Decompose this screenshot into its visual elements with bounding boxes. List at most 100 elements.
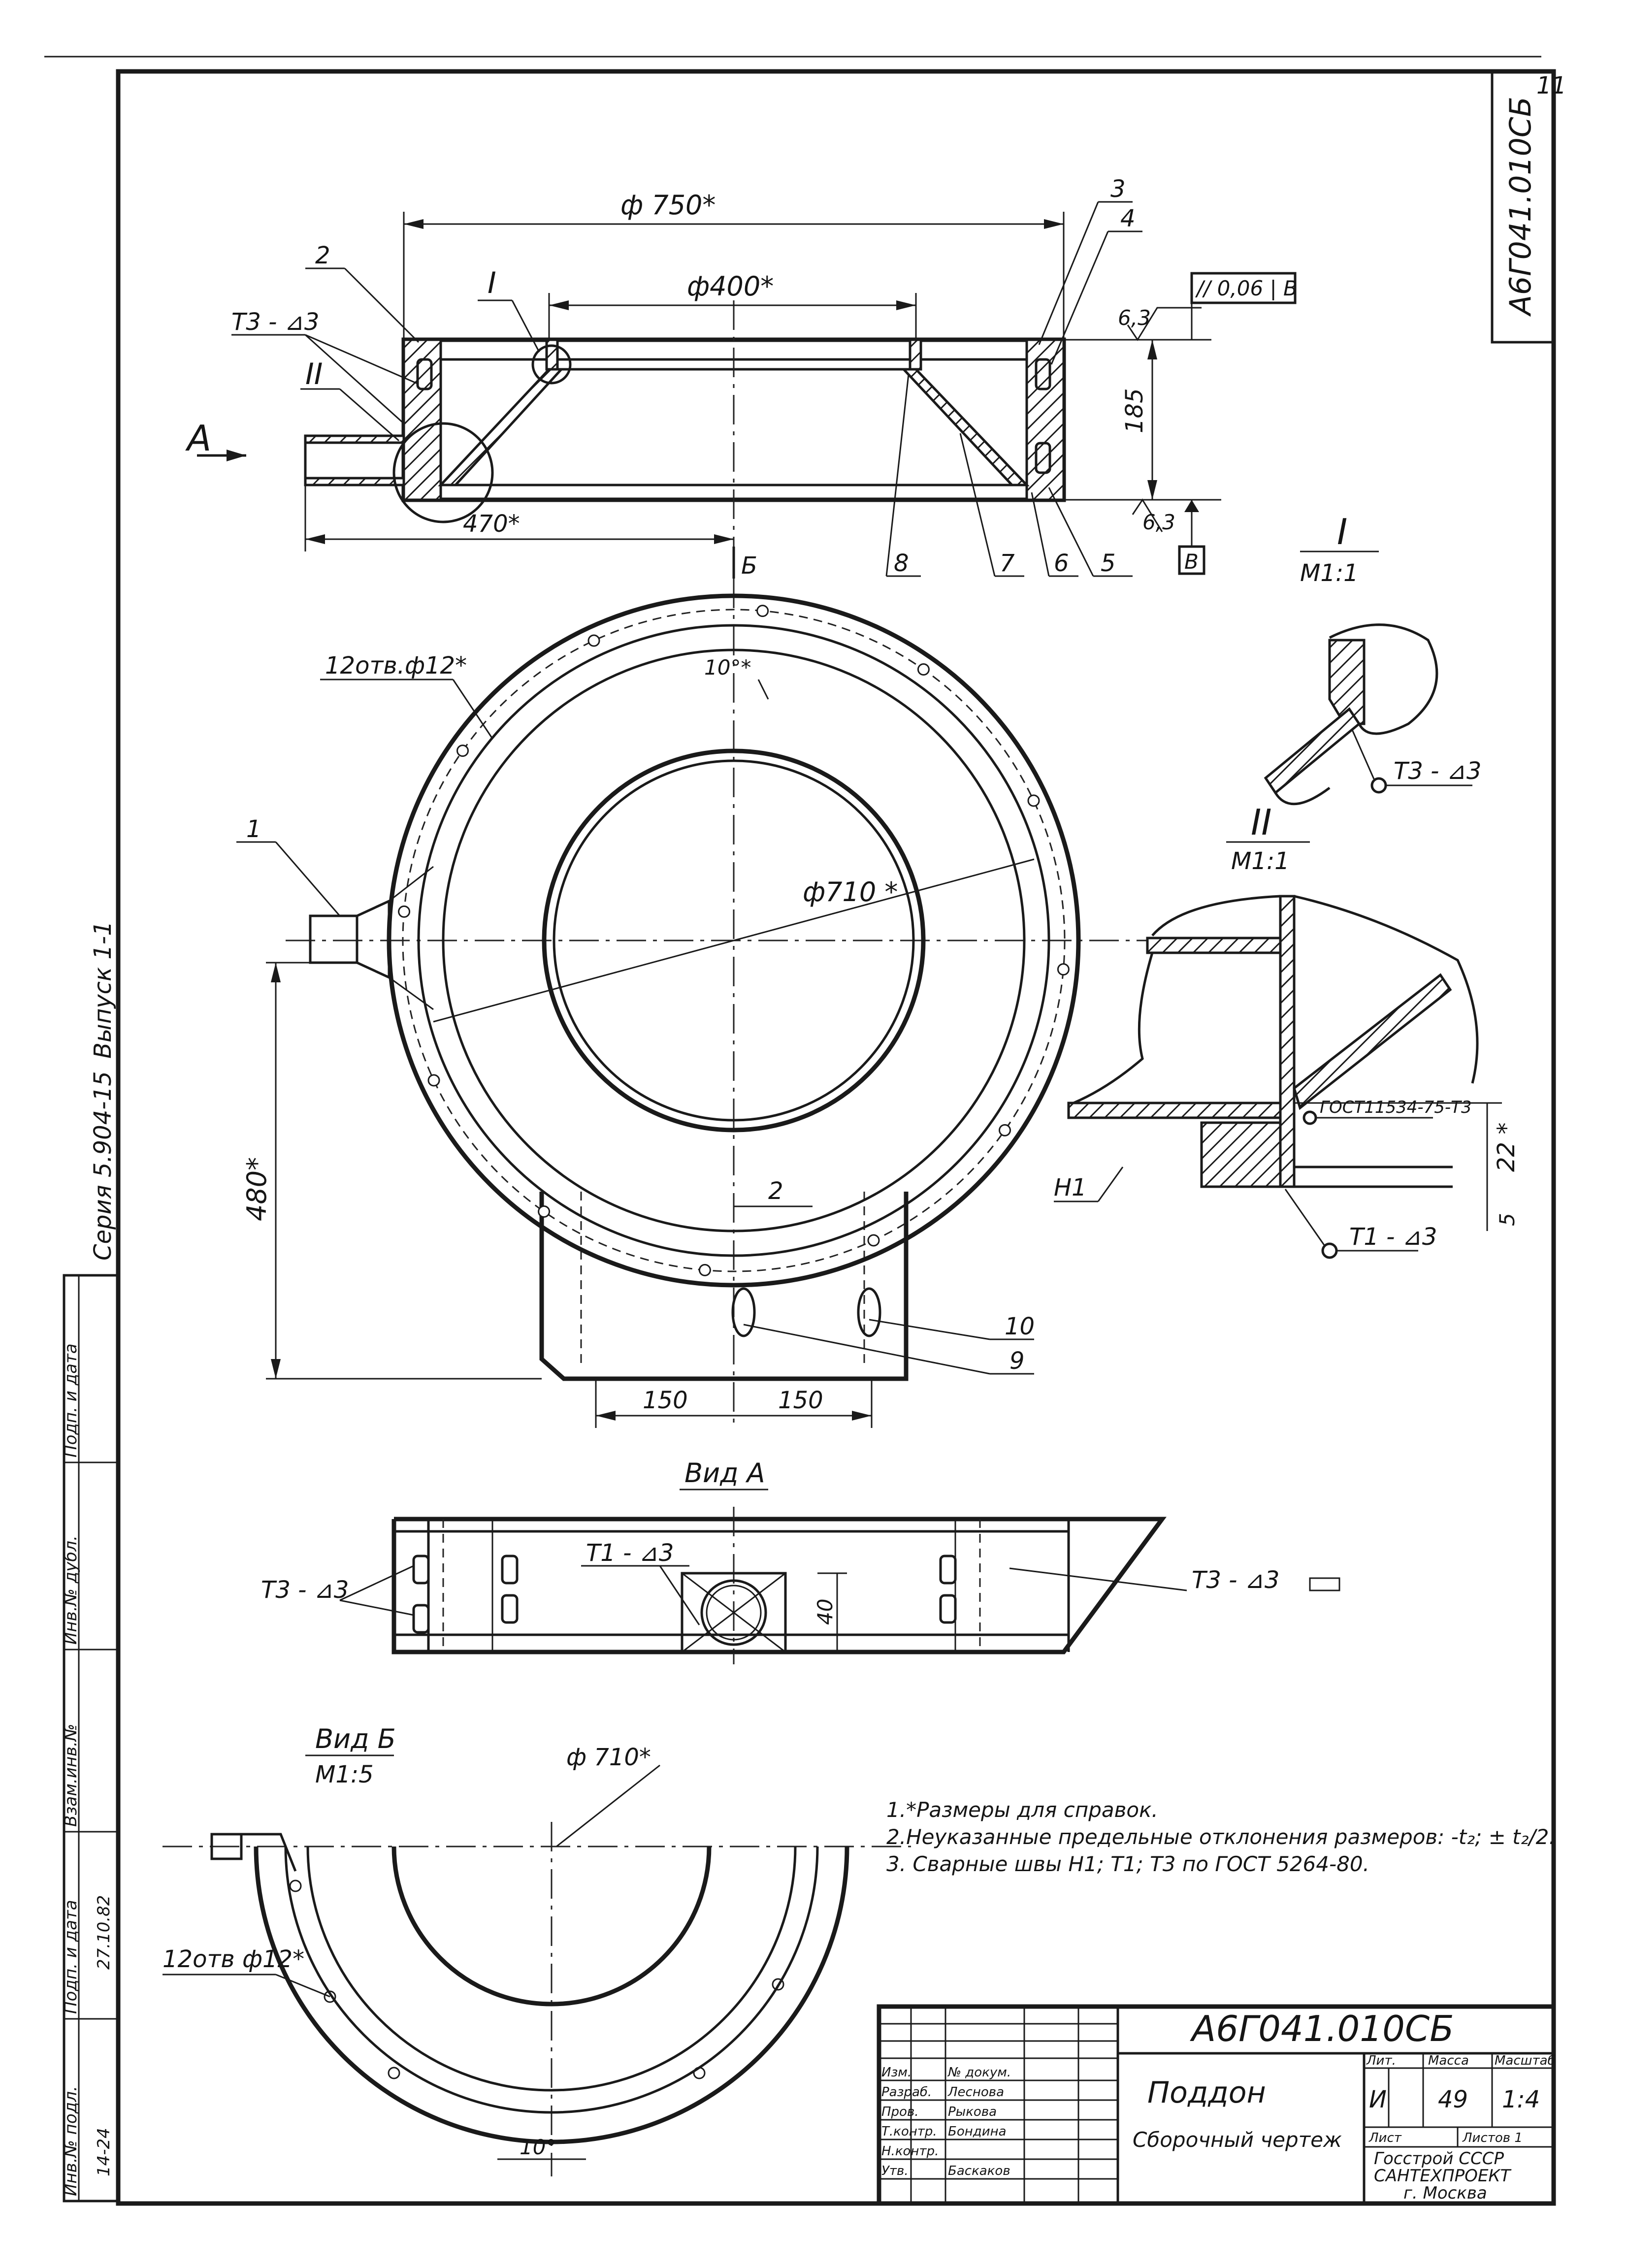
callout-II-circle bbox=[392, 422, 494, 523]
tb-doc-type: Сборочный чертеж bbox=[1133, 2128, 1342, 2152]
issue-label: Выпуск 1-1 bbox=[89, 921, 117, 1059]
bolt-hole bbox=[1027, 794, 1040, 807]
tb-role-1: Разраб. bbox=[881, 2085, 932, 2100]
cut-mark-B: Б bbox=[741, 552, 757, 580]
tb-mass-value: 49 bbox=[1438, 2086, 1468, 2113]
stamp-podp-data: Подп. и дата bbox=[61, 1900, 81, 2014]
tb-name-0: № докум. bbox=[947, 2065, 1011, 2080]
tb-scale-value: 1:4 bbox=[1502, 2086, 1540, 2113]
notes: 1.*Размеры для справок. 2.Неуказанные пр… bbox=[886, 1798, 1556, 1876]
tb-role-3: Т.контр. bbox=[881, 2124, 937, 2139]
bolt-hole bbox=[456, 745, 469, 757]
tb-role-2: Пров. bbox=[881, 2105, 919, 2119]
part-6: 6 bbox=[1054, 550, 1069, 577]
tb-role-5: Утв. bbox=[881, 2164, 909, 2178]
dim-height: 185 bbox=[1121, 388, 1148, 433]
view-A-title: Вид А bbox=[684, 1458, 765, 1489]
dim-inner-diameter: ф400* bbox=[687, 271, 774, 302]
tb-name-1: Леснова bbox=[947, 2085, 1004, 2100]
bolt-holes bbox=[398, 605, 1070, 1276]
bolt-hole bbox=[698, 1264, 711, 1276]
bolt-hole bbox=[917, 663, 930, 676]
corner-code: А6Г041.010СБ bbox=[1503, 97, 1538, 317]
tb-designation: А6Г041.010СБ bbox=[1190, 2008, 1454, 2049]
tb-head-scale: Масштаб bbox=[1495, 2053, 1556, 2068]
plan-view: ф710 * 10°* 12отв.ф12* 1 480* 2 150 150 bbox=[236, 579, 1182, 1428]
detail-II-dim-22: 22 * bbox=[1493, 1123, 1520, 1172]
view-B-title: Вид Б bbox=[315, 1723, 396, 1754]
corner-code-box bbox=[1491, 70, 1555, 344]
part-9: 9 bbox=[1009, 1347, 1025, 1375]
datum-letter: В bbox=[1184, 550, 1199, 574]
part-3: 3 bbox=[1110, 175, 1126, 203]
note-1: 1.*Размеры для справок. bbox=[886, 1798, 1158, 1822]
callout-II-label: II bbox=[305, 357, 323, 391]
dim-plan-diameter: ф710 * bbox=[803, 876, 898, 907]
callout-I-label: I bbox=[488, 266, 496, 300]
tb-sheet: Лист bbox=[1368, 2131, 1402, 2145]
bolt-hole bbox=[427, 1074, 440, 1087]
view-A-weld-center: Т1 - ⊿3 bbox=[586, 1539, 674, 1567]
tb-name-3: Бондина bbox=[948, 2124, 1007, 2139]
part-1: 1 bbox=[246, 815, 261, 843]
page-number: 11 bbox=[1536, 72, 1566, 99]
dim-150-left: 150 bbox=[643, 1387, 688, 1414]
stamp-podp-data-top: Подп. и дата bbox=[61, 1343, 81, 1458]
bolt-hole bbox=[756, 605, 769, 617]
tb-name-5: Баскаков bbox=[948, 2164, 1010, 2178]
detail-II-dim-5: 5 bbox=[1495, 1213, 1519, 1226]
stamp-vzam-inv: Взам.инв.№ bbox=[61, 1724, 81, 1827]
part-5: 5 bbox=[1101, 550, 1116, 577]
tb-org-2: САНТЕХПРОЕКТ bbox=[1374, 2166, 1512, 2186]
view-A-weld-right: Т3 - ⊿3 bbox=[1192, 1566, 1279, 1594]
tb-name-2: Рыкова bbox=[948, 2105, 997, 2119]
bolt-hole bbox=[867, 1234, 880, 1247]
stamp-inv-value: 14-24 bbox=[94, 2128, 114, 2176]
view-A-weld-left: Т3 - ⊿3 bbox=[261, 1576, 349, 1604]
detail-II-weld-H1: Н1 bbox=[1054, 1174, 1087, 1201]
tb-head-lit: Лит. bbox=[1366, 2053, 1396, 2068]
dim-2: 2 bbox=[768, 1177, 783, 1205]
detail-II-title: II bbox=[1251, 802, 1271, 843]
tb-name: Поддон bbox=[1147, 2075, 1266, 2110]
part-4: 4 bbox=[1120, 205, 1136, 232]
part-8: 8 bbox=[894, 550, 909, 577]
tb-role-4: Н.контр. bbox=[881, 2144, 939, 2159]
view-B-scale: М1:5 bbox=[315, 1761, 374, 1788]
bolt-hole bbox=[538, 1205, 551, 1218]
tb-org-3: г. Москва bbox=[1403, 2183, 1487, 2203]
part-7: 7 bbox=[1000, 550, 1015, 577]
view-B-angle: 10° bbox=[520, 2135, 556, 2159]
detail-I-weld: Т3 - ⊿3 bbox=[1394, 757, 1481, 785]
tolerance-frame: // 0,06 | В bbox=[1195, 276, 1298, 300]
weld-label-top: Т3 - ⊿3 bbox=[231, 308, 319, 336]
view-A: Вид А 40 Т3 - ⊿3 Т1 - ⊿3 Т3 - bbox=[261, 1458, 1340, 1664]
roughness-top: 6,3 bbox=[1118, 306, 1151, 330]
bolt-hole bbox=[999, 1124, 1011, 1136]
title-block: Изм. Разраб. Пров. Т.контр. Н.контр. Утв… bbox=[877, 2004, 1556, 2206]
view-B-holes-label: 12отв ф12* bbox=[163, 1945, 304, 1973]
note-3: 3. Сварные швы Н1; Т1; Т3 по ГОСТ 5264-8… bbox=[886, 1852, 1369, 1876]
tb-sheets: Листов 1 bbox=[1462, 2131, 1523, 2145]
tb-role-0: Изм. bbox=[881, 2065, 912, 2080]
callout-I-circle bbox=[531, 344, 572, 385]
stamp-inv-podl: Инв.№ подл. bbox=[61, 2086, 81, 2196]
part-2: 2 bbox=[315, 242, 330, 269]
view-B-diameter: ф 710* bbox=[566, 1744, 651, 1771]
detail-I-scale: М1:1 bbox=[1300, 559, 1359, 587]
detail-II-gost: ГОСТ11534-75-Т3 bbox=[1320, 1098, 1472, 1117]
tb-org-1: Госстрой СССР bbox=[1374, 2149, 1504, 2169]
dim-outer-diameter: ф 750* bbox=[620, 190, 716, 221]
detail-II: II М1:1 ГОСТ11534-75-Т3 22 * 5 Н1 Т1 - ⊿… bbox=[1054, 802, 1520, 1259]
plan-holes-label: 12отв.ф12* bbox=[325, 652, 467, 680]
view-B: Вид Б М1:5 ф 710* 12отв ф12* 10° bbox=[163, 1723, 911, 2176]
tb-head-mass: Масса bbox=[1428, 2053, 1469, 2068]
top-section: ф 750* ф400* 185 6,3 6,3 // 0,06 | В В bbox=[185, 175, 1298, 580]
note-2: 2.Неуказанные предельные отклонения разм… bbox=[886, 1825, 1556, 1849]
roughness-bottom: 6,3 bbox=[1142, 510, 1175, 534]
detail-I: I М1:1 Т3 - ⊿3 bbox=[1264, 511, 1481, 806]
detail-II-weld-T1: Т1 - ⊿3 bbox=[1349, 1223, 1437, 1251]
dim-480: 480* bbox=[241, 1157, 272, 1221]
series-label: Серия 5.904-15 bbox=[89, 1071, 117, 1261]
